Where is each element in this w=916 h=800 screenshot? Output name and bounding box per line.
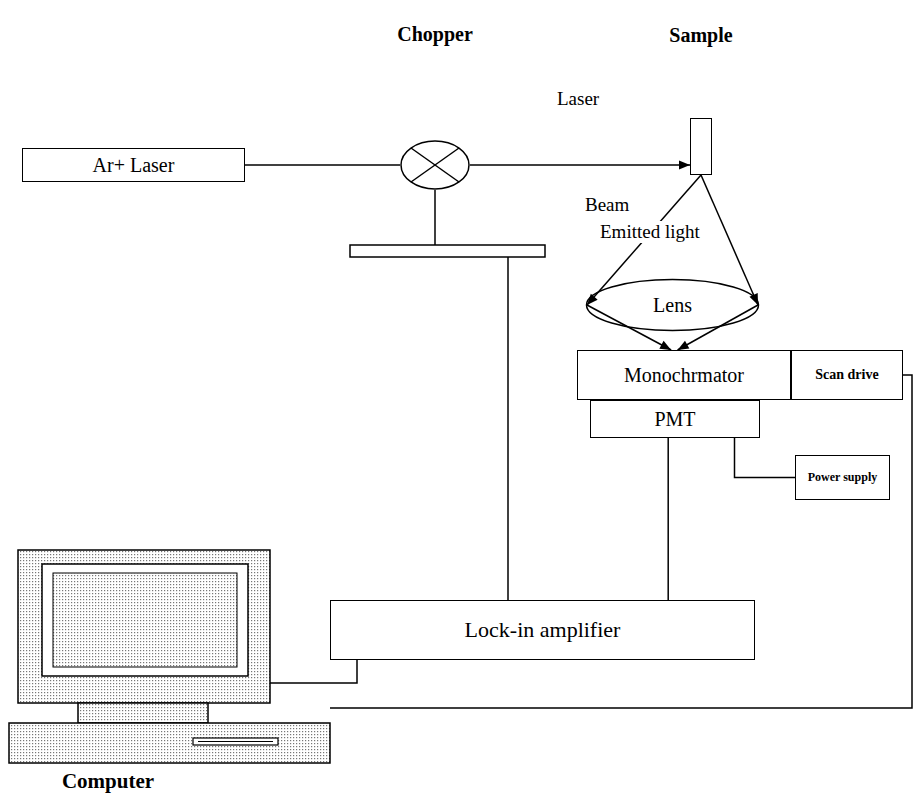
beam-label: Laser (555, 88, 601, 110)
beam-label: Beam (583, 194, 631, 216)
box-label: Monochrmator (624, 364, 744, 386)
scan-drive-box: Scan drive (791, 350, 903, 400)
lens: Lens (585, 278, 760, 332)
connector (735, 438, 796, 478)
monochromator-box: Monochrmator (577, 350, 791, 400)
chopper-symbol (400, 140, 470, 190)
beam-label: Emitted light (598, 221, 702, 243)
computer: Computer (8, 548, 338, 798)
box-label: Ar+ Laser (93, 154, 175, 176)
computer-illustration (8, 548, 338, 798)
connector (668, 438, 669, 600)
box-label: Lens (653, 294, 692, 316)
connector (270, 660, 357, 683)
part-heading: Computer (62, 770, 154, 793)
box-label: Lock-in amplifier (465, 618, 621, 642)
chopper-controller (350, 245, 545, 257)
box-label: Scan drive (815, 367, 878, 382)
reference-wire (507, 257, 509, 600)
pmt-box: PMT (590, 400, 760, 438)
connector (470, 161, 690, 170)
laser-box: Ar+ Laser (22, 148, 245, 182)
box-label: PMT (654, 408, 695, 430)
box-label: Power supply (808, 471, 877, 484)
part-heading: Sample (669, 24, 732, 46)
sample-holder: Sample (690, 118, 712, 175)
power-supply-box: Power supply (795, 455, 890, 500)
lockin-box: Lock-in amplifier (330, 600, 755, 660)
part-heading: Chopper (397, 23, 473, 45)
connector (245, 165, 400, 166)
chopper-stem (434, 190, 436, 245)
chopper-wheel: Chopper (400, 140, 470, 190)
connector (330, 375, 912, 708)
